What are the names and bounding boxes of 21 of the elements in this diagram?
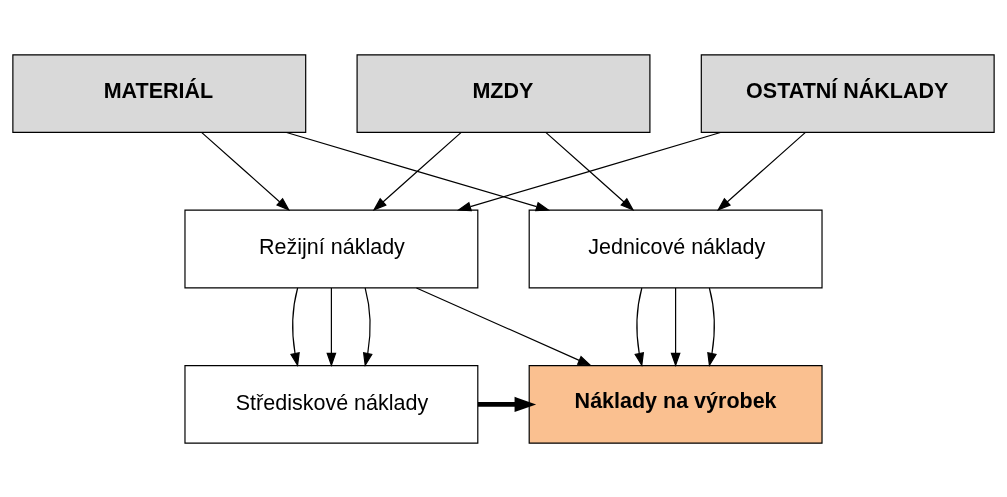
node-box: OSTATNÍ NÁKLADY [700, 53, 995, 133]
arrow [456, 131, 721, 211]
node-box: MATERIÁL [12, 53, 307, 133]
node-box: Režijní náklady [184, 209, 479, 288]
arrow [670, 286, 681, 367]
node-box: Jednicové náklady [528, 209, 823, 288]
arrow [545, 131, 635, 211]
arrow [290, 286, 300, 367]
arrow [415, 286, 592, 366]
node-box: MZDY [356, 53, 651, 133]
arrow [634, 286, 645, 367]
arrow [285, 131, 551, 211]
arrow [716, 131, 806, 211]
node-box: Náklady na výrobek [528, 364, 823, 444]
arrow [201, 131, 291, 211]
arrow [326, 286, 337, 367]
arrow [372, 131, 462, 211]
arrow [362, 286, 373, 367]
arrow [707, 286, 717, 367]
arrow [477, 396, 537, 412]
node-box: Střediskové náklady [184, 364, 479, 444]
